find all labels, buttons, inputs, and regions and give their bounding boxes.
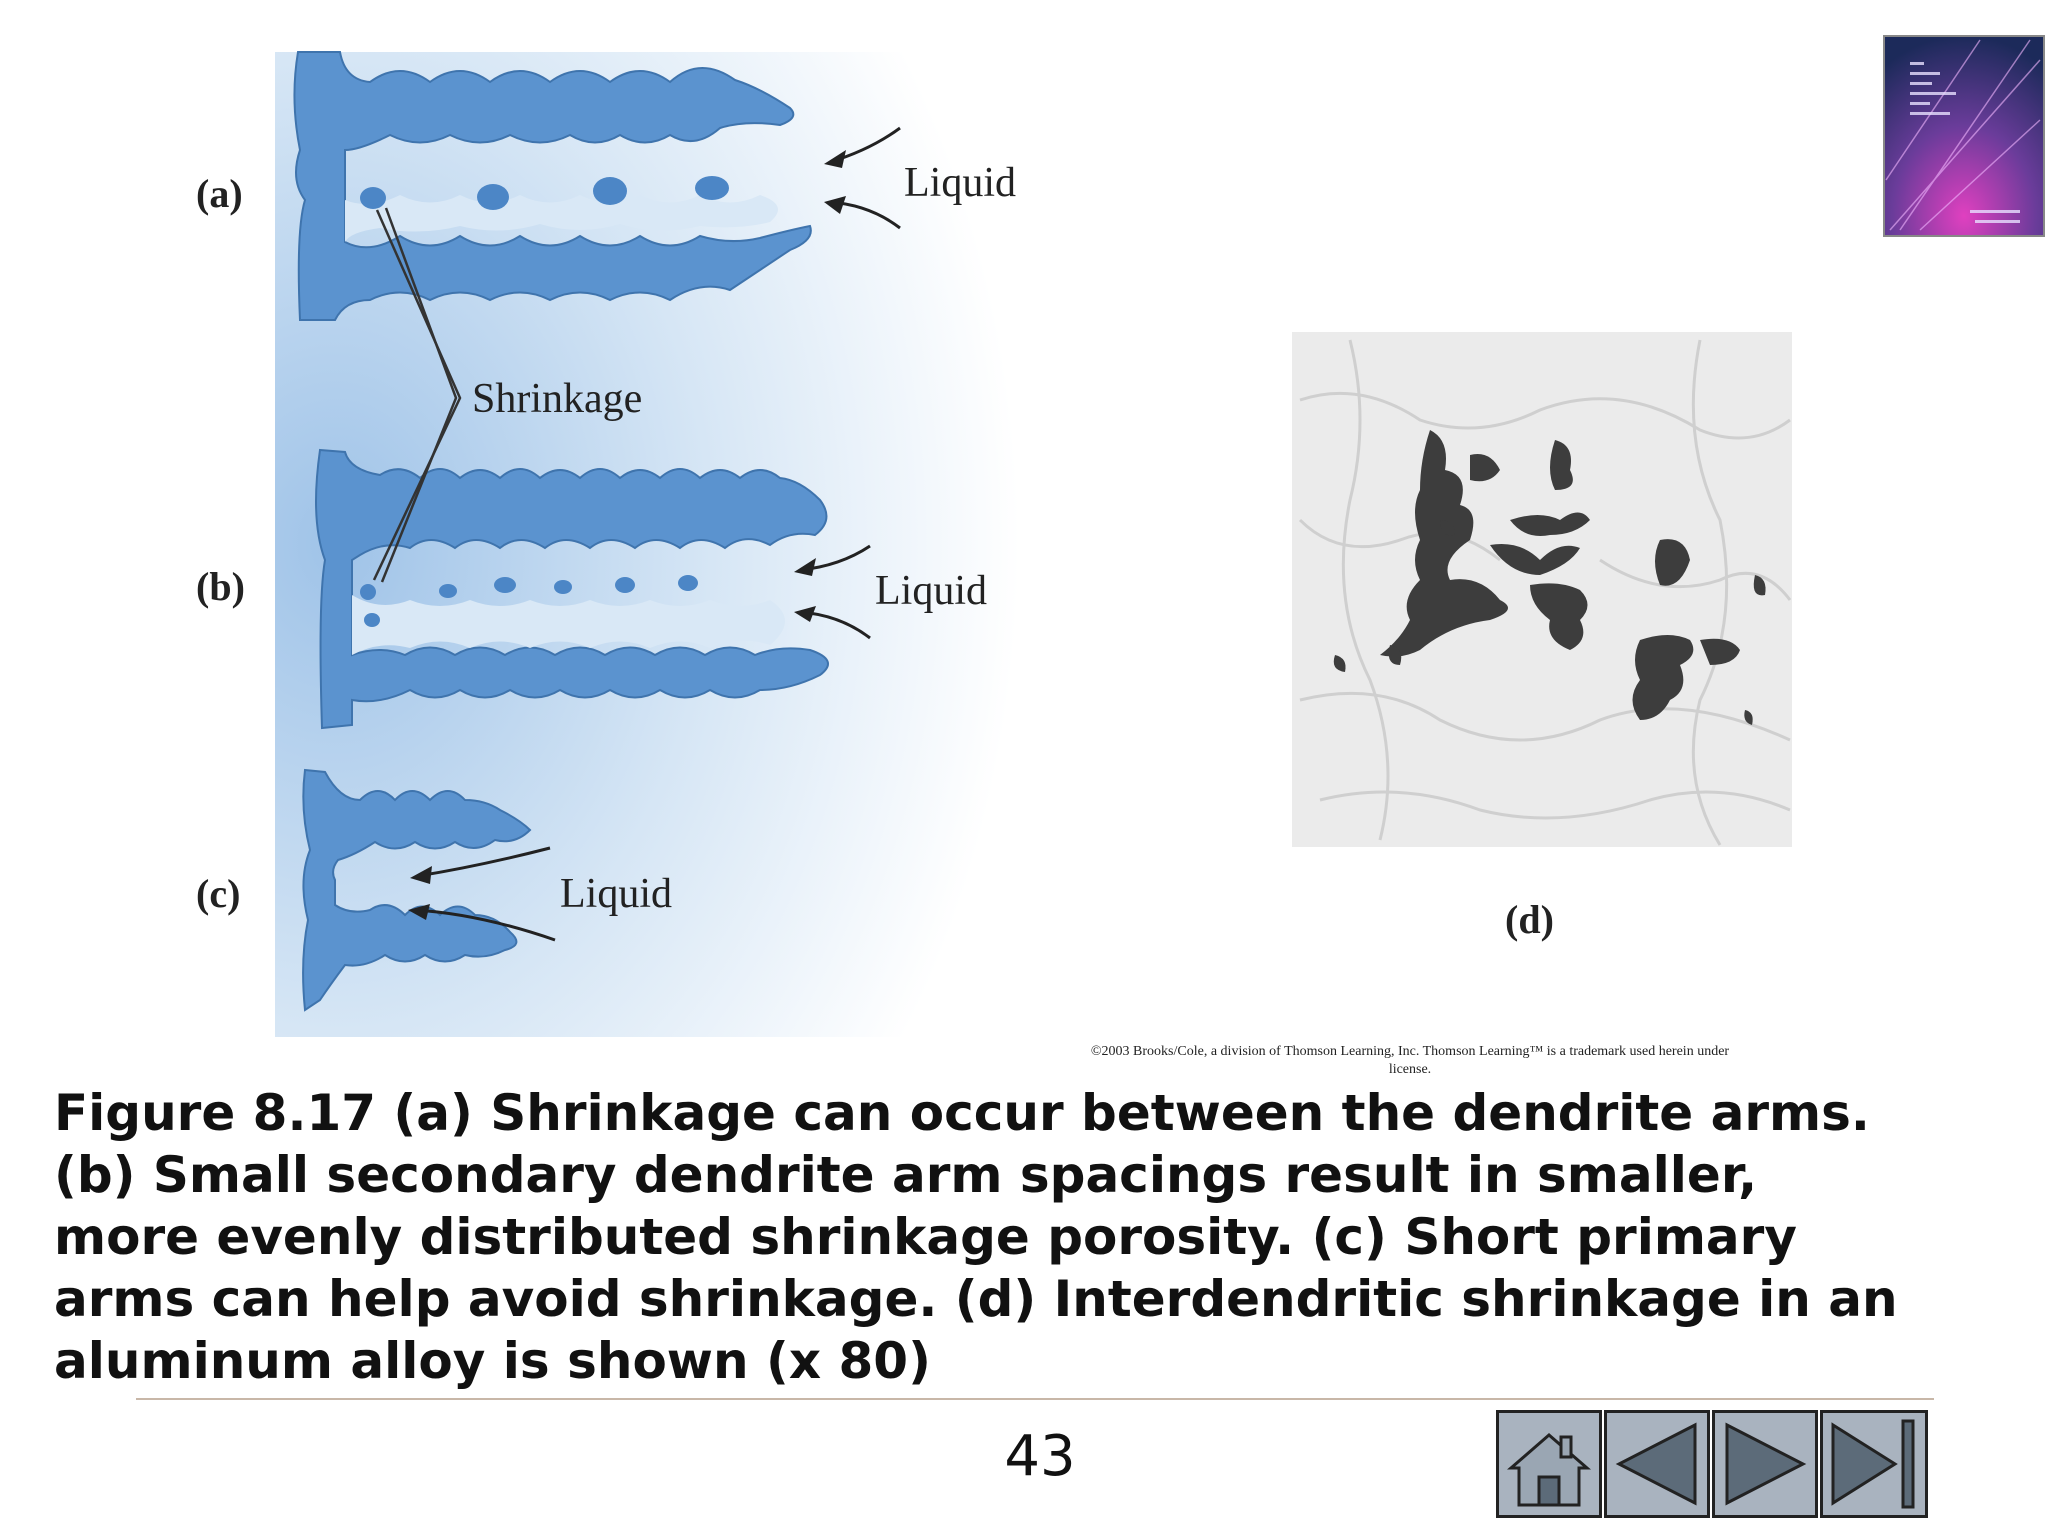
next-button[interactable] <box>1712 1410 1818 1518</box>
label-a: (a) <box>196 171 243 216</box>
page-number: 43 <box>1004 1424 1076 1489</box>
copyright-notice: ©2003 Brooks/Cole, a division of Thomson… <box>960 1043 1860 1079</box>
micrograph-d <box>1292 332 1792 847</box>
label-d: (d) <box>1505 897 1554 942</box>
shrinkage-leader-lines <box>372 207 462 583</box>
home-button[interactable] <box>1496 1410 1602 1518</box>
shrinkage-label: Shrinkage <box>472 376 642 422</box>
dendrite-a <box>293 51 812 321</box>
copyright-line-2: license. <box>1388 1062 1432 1077</box>
label-b: (b) <box>196 564 245 609</box>
liquid-label-b: Liquid <box>875 568 987 614</box>
home-icon <box>1506 1433 1592 1507</box>
dendrite-b <box>315 448 829 730</box>
shrinkage-pores-b <box>360 575 698 627</box>
copyright-line-1: ©2003 Brooks/Cole, a division of Thomson… <box>1090 1044 1730 1059</box>
dendrite-figure: (a) (b) (c) (d) Liquid Liquid Liquid Shr… <box>196 35 2045 1037</box>
figure-caption: Figure 8.17 (a) Shrinkage can occur betw… <box>54 1084 1898 1390</box>
label-c: (c) <box>196 871 240 916</box>
shrinkage-pores-a <box>360 176 729 210</box>
previous-button[interactable] <box>1604 1410 1710 1518</box>
divider <box>136 1398 1934 1400</box>
previous-icon <box>1615 1422 1697 1506</box>
last-icon <box>1831 1419 1915 1509</box>
dendrite-c <box>302 768 532 1012</box>
last-button[interactable] <box>1820 1410 1928 1518</box>
liquid-label-c: Liquid <box>560 871 672 917</box>
book-cover-thumbnail <box>1883 35 2045 237</box>
next-icon <box>1725 1422 1807 1506</box>
liquid-label-a: Liquid <box>904 160 1016 206</box>
arrow-heads <box>408 150 846 920</box>
